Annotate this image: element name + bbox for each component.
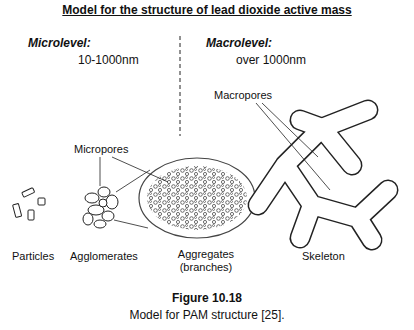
- pore-label: Micropores: [74, 143, 128, 156]
- size-range: 10-1000nm: [78, 54, 139, 68]
- part-label: Particles: [12, 250, 54, 263]
- part-label: Aggregates (branches): [178, 248, 234, 273]
- level-divider: [180, 36, 181, 136]
- level-heading: Macrolevel:: [206, 37, 272, 51]
- part-label: Agglomerates: [70, 250, 138, 263]
- size-range: over 1000nm: [236, 54, 306, 68]
- aggregate: [139, 158, 255, 238]
- skeleton: [258, 110, 388, 240]
- agglomerate: [83, 187, 118, 228]
- level-heading: Microlevel:: [28, 37, 91, 51]
- leader-lines: [100, 103, 330, 190]
- particles: [13, 188, 45, 220]
- figure-number: Figure 10.18: [172, 292, 242, 306]
- part-label: Skeleton: [302, 250, 345, 263]
- diagram-title: Model for the structure of lead dioxide …: [62, 4, 351, 18]
- pore-label: Macropores: [214, 89, 272, 102]
- figure-caption: Model for PAM structure [25].: [129, 309, 284, 323]
